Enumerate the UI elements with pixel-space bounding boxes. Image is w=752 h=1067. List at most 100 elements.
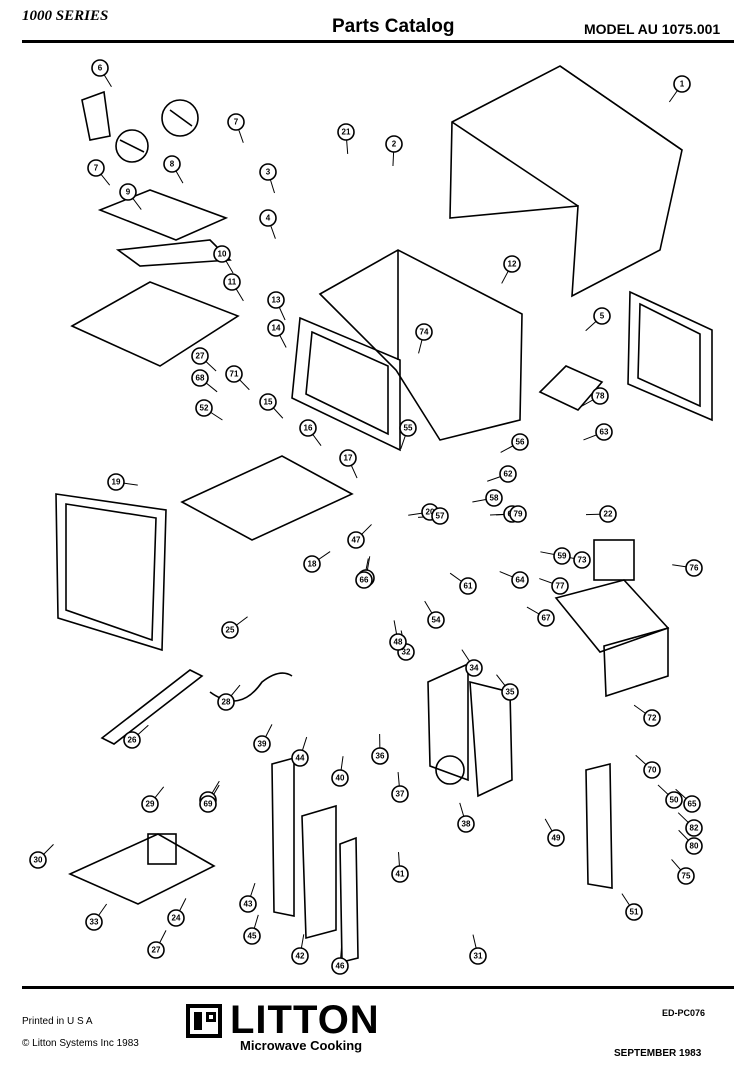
callout-circle: [673, 75, 691, 93]
callout-circle: [511, 571, 529, 589]
callout-67: 67: [537, 609, 555, 627]
callout-circle: [347, 531, 365, 549]
callout-29: 29: [141, 795, 159, 813]
callout-8: 8: [163, 155, 181, 173]
callout-59: 59: [553, 547, 571, 565]
callout-number: 14: [272, 324, 281, 333]
litton-logo-icon: [186, 1004, 222, 1038]
callout-number: 25: [226, 626, 235, 635]
callout-number: 3: [266, 168, 271, 177]
callout-number: 11: [228, 278, 237, 287]
callout-number: 56: [516, 438, 525, 447]
callout-number: 4: [266, 214, 271, 223]
callout-circle: [337, 123, 355, 141]
callout-number: 35: [506, 688, 515, 697]
callout-number: 48: [394, 638, 403, 647]
callout-circle: [683, 795, 701, 813]
callout-labels: 1234567789101112131415161718192021222324…: [29, 59, 703, 975]
callout-circle: [469, 947, 487, 965]
callout-circle: [253, 735, 271, 753]
callout-31: 31: [469, 947, 487, 965]
callout-55: 55: [399, 419, 417, 437]
callout-77: 77: [551, 577, 569, 595]
callout-80: 80: [685, 837, 703, 855]
part-cavity-box: [318, 249, 523, 441]
callout-circle: [399, 419, 417, 437]
part-door-frame: [291, 316, 401, 452]
callout-62: 62: [499, 465, 517, 483]
callout-number: 22: [604, 510, 613, 519]
callout-number: 2: [392, 140, 397, 149]
callout-circle: [163, 155, 181, 173]
callout-number: 59: [558, 552, 567, 561]
callout-circle: [677, 867, 695, 885]
part-door: [55, 493, 167, 652]
callout-circle: [509, 505, 527, 523]
callout-number: 41: [396, 870, 405, 879]
series-label: 1000 SERIES: [22, 8, 109, 24]
printed-in-label: Printed in U S A: [22, 1016, 93, 1027]
callout-circle: [191, 347, 209, 365]
callout-circle: [85, 913, 103, 931]
callout-42: 42: [291, 947, 309, 965]
callout-75: 75: [677, 867, 695, 885]
part-side-panel: [627, 290, 713, 422]
callout-circle: [195, 399, 213, 417]
callout-circle: [167, 909, 185, 927]
callout-circle: [643, 761, 661, 779]
callout-52: 52: [195, 399, 213, 417]
litton-logo: LITTON Microwave Cooking: [186, 998, 388, 1056]
callout-57: 57: [431, 507, 449, 525]
callout-circle: [511, 433, 529, 451]
callout-circle: [291, 749, 309, 767]
copyright-label: © Litton Systems Inc 1983: [22, 1038, 139, 1049]
part-fan-assembly: [81, 90, 199, 163]
callout-number: 46: [336, 962, 345, 971]
callout-number: 82: [690, 824, 699, 833]
callout-number: 66: [360, 576, 369, 585]
part-outer-cabinet: [449, 65, 683, 298]
callout-number: 33: [90, 918, 99, 927]
callout-number: 77: [556, 582, 565, 591]
callout-35: 35: [501, 683, 519, 701]
callout-number: 75: [682, 872, 691, 881]
callout-circle: [213, 245, 231, 263]
callout-51: 51: [625, 903, 643, 921]
callout-number: 7: [94, 164, 99, 173]
callout-73: 73: [573, 551, 591, 569]
callout-circle: [599, 505, 617, 523]
callout-18: 18: [303, 555, 321, 573]
callout-70: 70: [643, 761, 661, 779]
callout-15: 15: [259, 393, 277, 411]
callout-24: 24: [167, 909, 185, 927]
callout-number: 18: [308, 560, 317, 569]
callout-38: 38: [457, 815, 475, 833]
callout-circle: [199, 795, 217, 813]
callout-58: 58: [485, 489, 503, 507]
callout-number: 24: [172, 914, 181, 923]
callout-13: 13: [267, 291, 285, 309]
callout-circle: [123, 731, 141, 749]
callout-number: 51: [630, 908, 639, 917]
part-control-panel: [271, 756, 359, 964]
callout-circle: [217, 693, 235, 711]
callout-circle: [665, 791, 683, 809]
callout-circle: [243, 927, 261, 945]
callout-number: 30: [34, 856, 43, 865]
callout-79: 79: [509, 505, 527, 523]
callout-number: 31: [474, 952, 483, 961]
callout-36: 36: [371, 747, 389, 765]
callout-68: 68: [191, 369, 209, 387]
callout-number: 62: [504, 470, 513, 479]
footer-divider: [22, 986, 734, 989]
brand-name: LITTON: [230, 998, 380, 1042]
callout-46: 46: [331, 957, 349, 975]
callout-17: 17: [339, 449, 357, 467]
callout-number: 6: [98, 64, 103, 73]
callout-28: 28: [217, 693, 235, 711]
callout-4: 4: [259, 209, 277, 227]
callout-11: 11: [223, 273, 241, 291]
model-number: MODEL AU 1075.001: [584, 21, 721, 37]
callout-circle: [371, 747, 389, 765]
callout-circle: [685, 559, 703, 577]
